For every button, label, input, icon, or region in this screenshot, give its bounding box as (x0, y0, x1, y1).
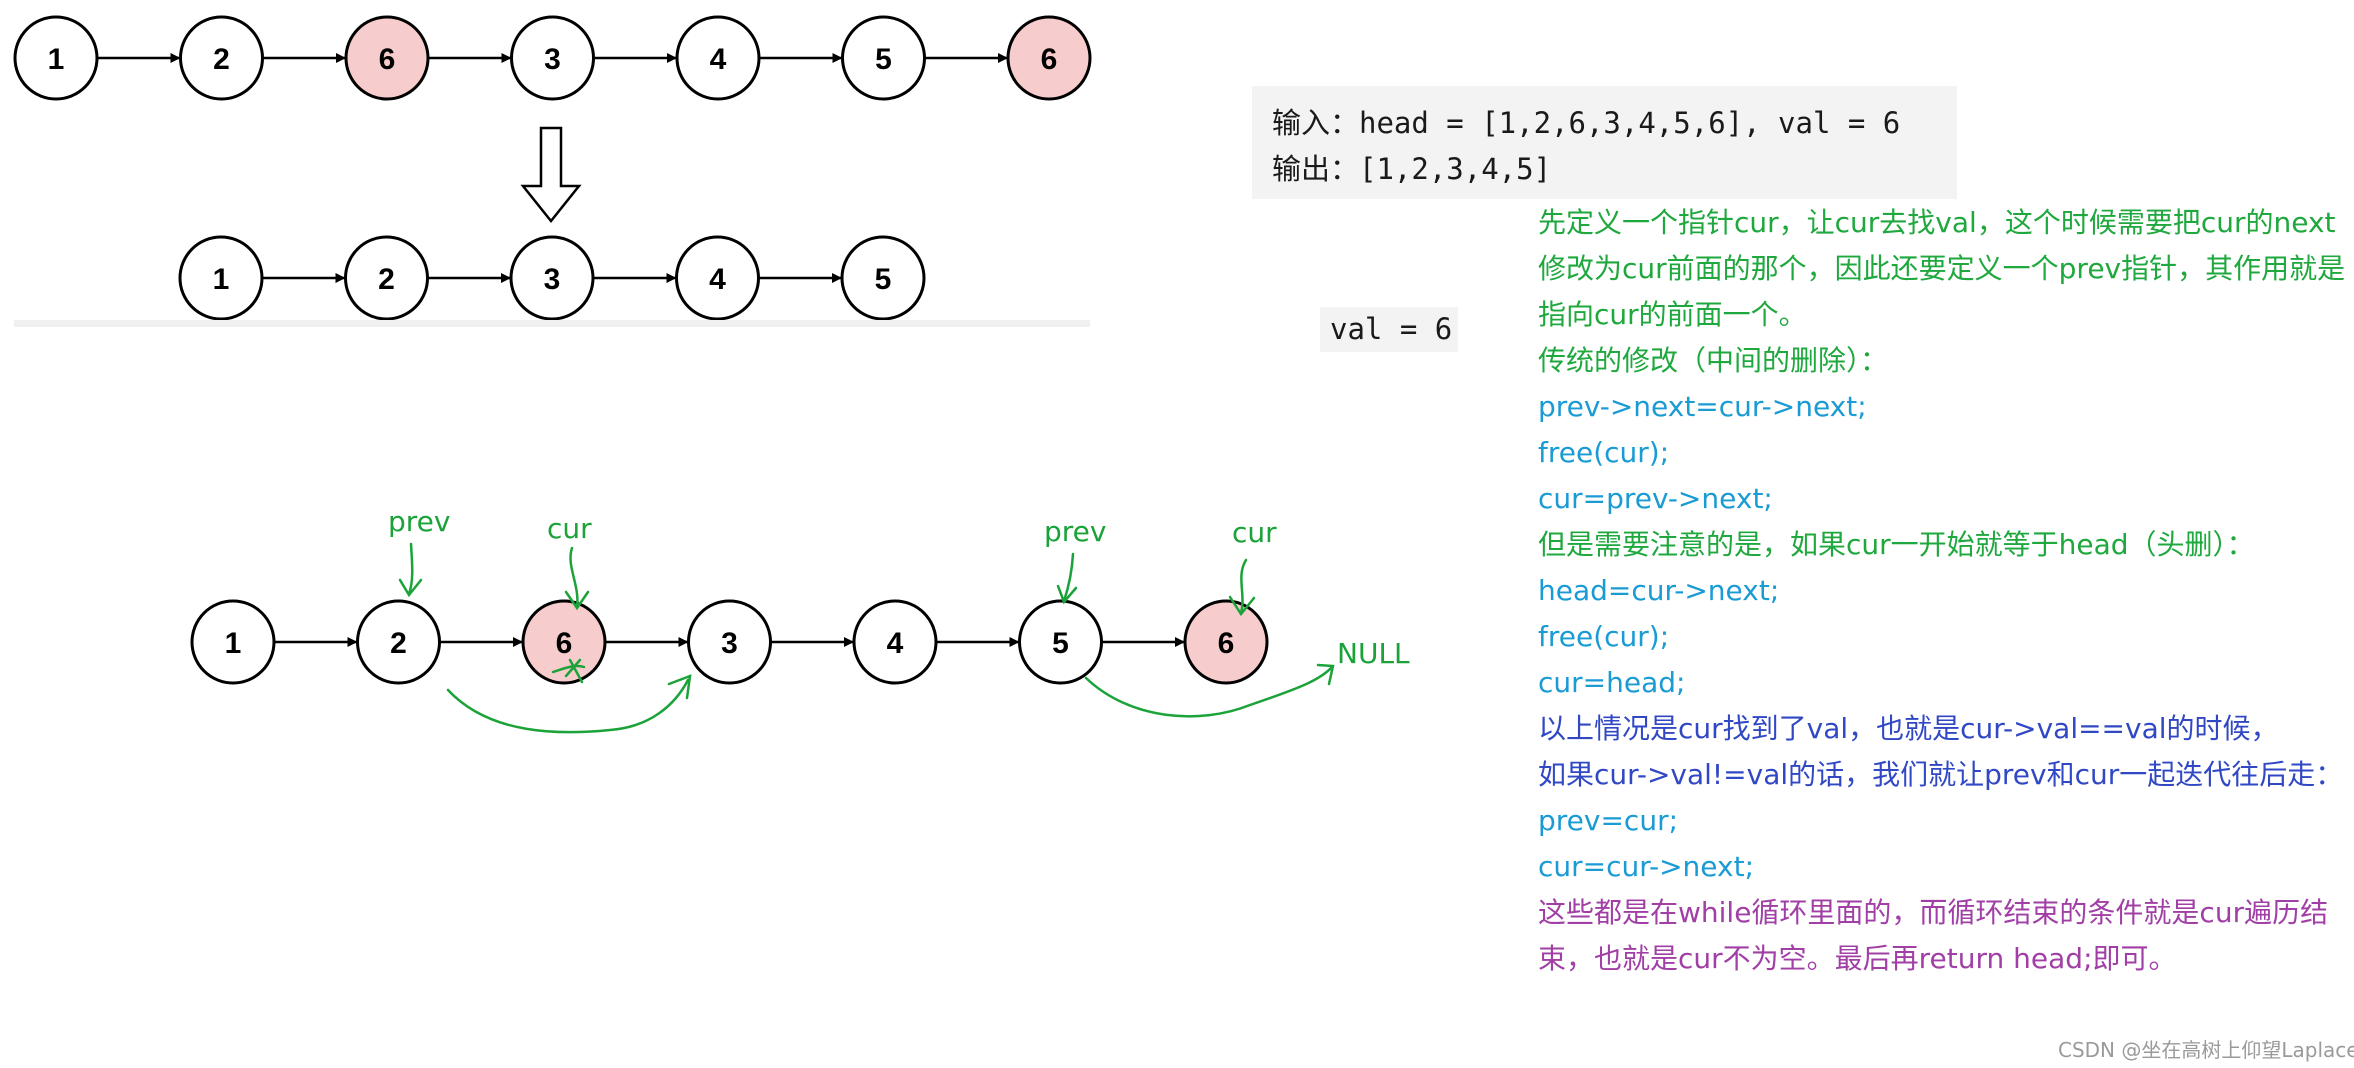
head-case-text: 但是需要注意的是，如果cur一开始就等于head（头删）： (1538, 528, 2255, 561)
code-line: cur=cur->next; (1538, 850, 1755, 883)
cur-pointer-2-icon (1228, 558, 1256, 617)
val-box: val = 6 (1320, 307, 1458, 352)
node-label: 3 (544, 263, 561, 296)
result-list: 1 2 3 4 5 (178, 235, 926, 321)
code-line: prev->next=cur->next; (1538, 390, 1867, 423)
explanation-notes: 先定义一个指针cur，让cur去找val，这个时候需要把cur的next修改为c… (1538, 200, 2353, 982)
skip-arc-icon (446, 674, 692, 734)
node-label: 2 (378, 263, 395, 296)
node (840, 235, 926, 321)
node-label: 1 (213, 263, 230, 296)
code-line: prev=cur; (1538, 804, 1679, 837)
cur-label: cur (547, 512, 592, 545)
node-label: 5 (875, 43, 892, 76)
node (356, 599, 441, 685)
code-line: cur=prev->next; (1538, 482, 1773, 515)
node-label: 4 (887, 627, 904, 660)
conclusion-text: 这些都是在while循环里面的，而循环结束的条件就是cur遍历结束，也就是cur… (1538, 896, 2329, 975)
node (675, 15, 761, 101)
node (1018, 599, 1103, 685)
prev-pointer-icon (398, 542, 423, 598)
output-line: 输出：[1,2,3,4,5] (1272, 152, 1552, 186)
node (509, 235, 595, 321)
intro-text: 先定义一个指针cur，让cur去找val，这个时候需要把cur的next修改为c… (1538, 206, 2346, 331)
found-case-text: 以上情况是cur找到了val，也就是cur->val==val的时候， (1538, 712, 2279, 745)
node (178, 235, 264, 321)
node-highlighted (1183, 599, 1269, 685)
prev-label: prev (388, 505, 450, 538)
node-highlighted (521, 599, 607, 685)
node-label: 2 (390, 627, 407, 660)
node (852, 599, 938, 685)
code-line: head=cur->next; (1538, 574, 1780, 607)
node-label: 4 (710, 43, 727, 76)
code-line: free(cur); (1538, 620, 1670, 653)
node-label: 6 (379, 43, 396, 76)
cur-pointer-icon (564, 546, 590, 611)
down-arrow-icon (520, 126, 582, 224)
traditional-heading: 传统的修改（中间的删除）： (1538, 344, 1889, 377)
node (344, 235, 429, 321)
cross-mark-icon (551, 658, 586, 684)
node-label: 6 (1041, 43, 1058, 76)
node (841, 15, 926, 101)
node-label: 3 (544, 43, 561, 76)
null-arc-icon (1084, 663, 1335, 718)
code-line: cur=head; (1538, 666, 1686, 699)
node (687, 599, 772, 685)
hand-annotations (398, 542, 1335, 734)
node (675, 235, 760, 321)
node-label: 2 (213, 43, 230, 76)
watermark: CSDN @坐在高树上仰望Laplace (2058, 1038, 2354, 1062)
node (13, 15, 99, 101)
not-found-case-text: 如果cur->val!=val的话，我们就让prev和cur一起迭代往后走： (1538, 758, 2344, 791)
node (190, 599, 276, 685)
prev-pointer-2-icon (1056, 552, 1078, 605)
node-label: 6 (1218, 627, 1235, 660)
code-line: free(cur); (1538, 436, 1670, 469)
process-list: 1 2 6 3 4 5 6 (190, 599, 1269, 685)
node-highlighted (344, 15, 430, 101)
cur-label-2: cur (1232, 516, 1277, 549)
node (179, 15, 264, 101)
node-label: 6 (556, 627, 573, 660)
example-io-box: 输入：head = [1,2,6,3,4,5,6], val = 6 输出：[1… (1252, 86, 1957, 199)
original-list: 1 2 6 3 4 5 6 (13, 15, 1092, 101)
prev-label-2: prev (1044, 515, 1106, 548)
node-highlighted (1006, 15, 1092, 101)
val-line: val = 6 (1330, 312, 1453, 346)
node-label: 5 (875, 263, 892, 296)
node-label: 5 (1052, 627, 1069, 660)
node-label: 3 (721, 627, 738, 660)
input-line: 输入：head = [1,2,6,3,4,5,6], val = 6 (1272, 106, 1901, 140)
node (510, 15, 595, 101)
node-label: 4 (709, 263, 726, 296)
node-label: 1 (48, 43, 65, 76)
node-label: 1 (225, 627, 242, 660)
null-label: NULL (1337, 637, 1410, 670)
divider (14, 320, 1090, 327)
